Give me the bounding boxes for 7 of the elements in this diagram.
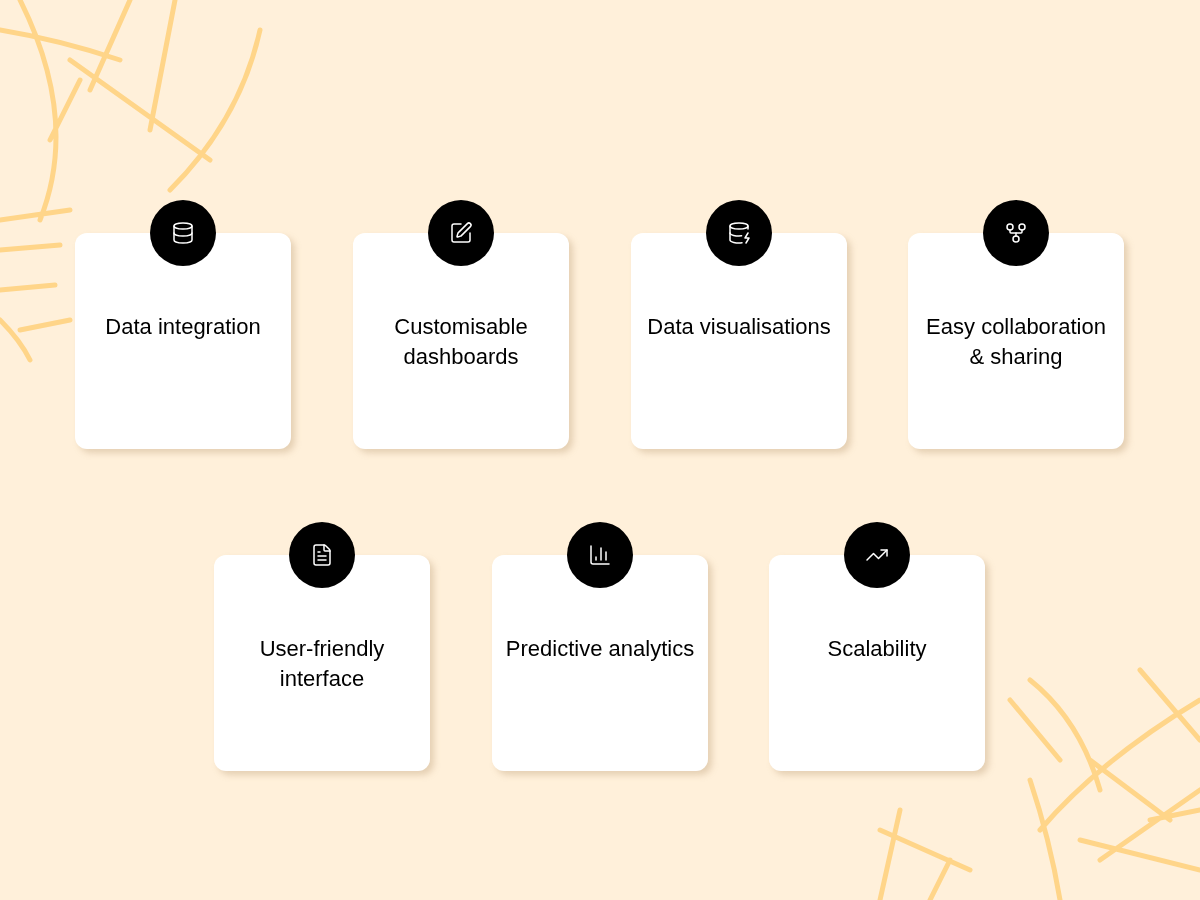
- feature-label: Data integration: [105, 313, 261, 341]
- feature-label: Data visualisations: [647, 313, 831, 341]
- feature-label: Easy collaboration & sharing: [925, 313, 1107, 371]
- feature-label: Scalability: [827, 635, 927, 663]
- feature-label: User-friendly interface: [258, 635, 386, 693]
- feature-label: Customisable dashboards: [393, 313, 529, 371]
- feature-label: Predictive analytics: [505, 635, 695, 663]
